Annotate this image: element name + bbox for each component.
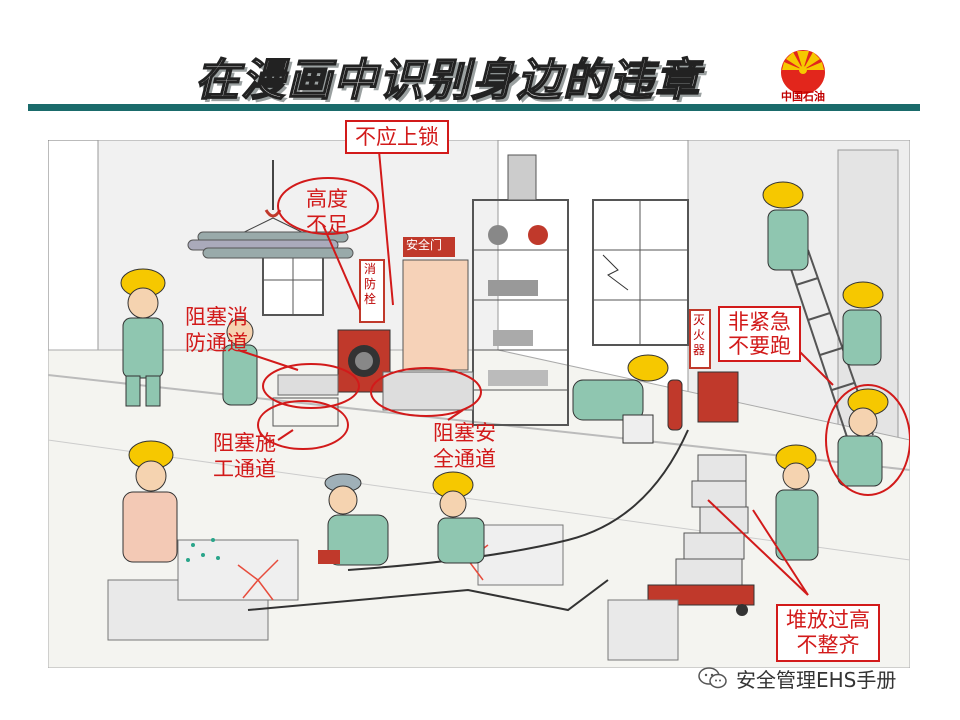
label-fire-hydrant-1: 消 xyxy=(364,262,377,276)
tool-shelf xyxy=(472,154,569,426)
label-extinguisher-3: 器 xyxy=(693,343,706,357)
callout-block-fire-1: 阻塞消 xyxy=(185,305,248,329)
watermark-text: 安全管理EHS手册 xyxy=(736,668,897,692)
label-extinguisher-1: 灭 xyxy=(693,313,706,327)
logo-text: 中国石油 xyxy=(781,90,825,103)
callout-height-2: 不足 xyxy=(306,213,348,237)
callout-height-1: 高度 xyxy=(306,187,348,211)
window-right xyxy=(592,199,689,346)
worker-carrying xyxy=(572,354,669,444)
callout-stack: 堆放过高 不整齐 xyxy=(776,604,880,662)
worker-cutting xyxy=(318,473,389,566)
worker-pointing xyxy=(222,318,258,406)
worker-walking xyxy=(120,268,166,407)
worker-pushing-cart xyxy=(775,444,819,561)
worker-ladder-top xyxy=(762,181,809,271)
callout-no-run: 非紧急 不要跑 xyxy=(718,306,801,362)
callout-block-safe-1: 阻塞安 xyxy=(433,421,496,445)
worker-ladder-mid xyxy=(842,281,884,366)
callout-no-lock: 不应上锁 xyxy=(345,120,449,154)
label-fire-hydrant-3: 栓 xyxy=(364,292,377,306)
stacked-blocks xyxy=(647,454,755,616)
crane-load xyxy=(187,160,354,259)
callout-block-fire-2: 防通道 xyxy=(185,331,248,355)
worker-grinding xyxy=(432,471,485,564)
label-safety-door: 安全门 xyxy=(406,238,443,252)
callout-stack-1: 堆放过高 xyxy=(786,608,870,632)
petrochina-logo xyxy=(781,50,825,94)
worker-woman-welding xyxy=(122,440,178,563)
callout-no-run-2: 不要跑 xyxy=(728,334,791,358)
callout-stack-2: 不整齐 xyxy=(796,633,860,657)
worker-running xyxy=(837,388,889,487)
callout-block-work-2: 工通道 xyxy=(213,457,276,481)
callout-no-run-1: 非紧急 xyxy=(728,310,791,334)
construction-cartoon xyxy=(48,140,910,668)
label-fire-hydrant-2: 防 xyxy=(364,277,377,291)
wechat-icon xyxy=(698,667,727,689)
fire-hydrant-cabinet xyxy=(337,259,391,393)
callout-block-safe-2: 全通道 xyxy=(433,447,496,471)
safety-door xyxy=(402,237,469,371)
label-extinguisher-2: 火 xyxy=(693,328,706,342)
title-divider xyxy=(28,104,920,111)
slide-title: 在漫画中识别身边的违章 xyxy=(194,54,701,107)
callout-block-work-1: 阻塞施 xyxy=(213,431,276,455)
